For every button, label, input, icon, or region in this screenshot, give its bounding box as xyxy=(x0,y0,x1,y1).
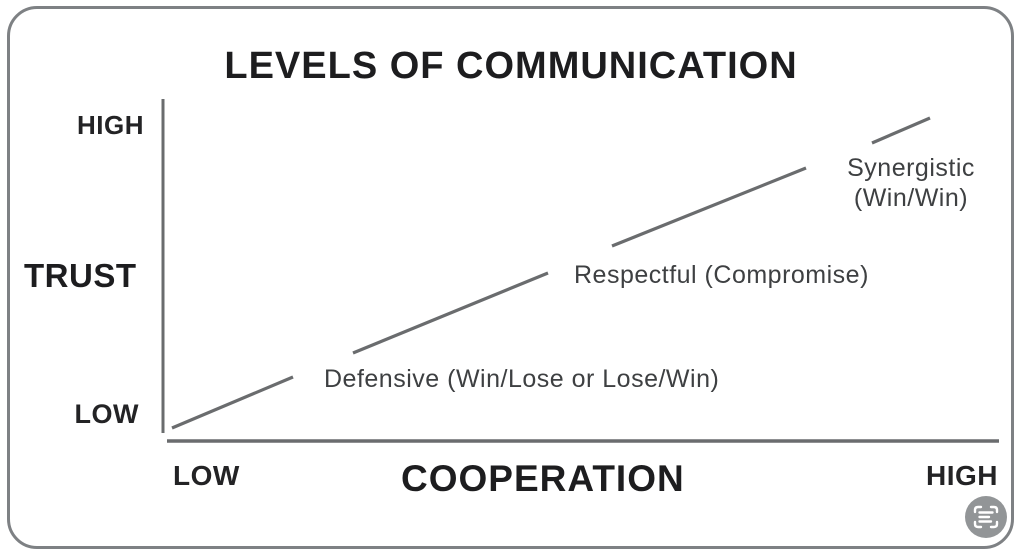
trend-segment-4 xyxy=(871,116,931,145)
x-axis-high-label: HIGH xyxy=(926,460,998,491)
y-axis-high-label: HIGH xyxy=(77,110,144,140)
level-label-defensive: Defensive (Win/Lose or Lose/Win) xyxy=(324,365,720,393)
x-axis-title: COOPERATION xyxy=(401,458,685,499)
y-axis-title: TRUST xyxy=(24,257,137,294)
level-label-synergistic-line1: Synergistic xyxy=(847,154,975,182)
trend-segment-1 xyxy=(171,375,294,430)
trend-segment-2 xyxy=(352,271,549,355)
trend-segment-3 xyxy=(611,166,807,248)
level-label-synergistic-line2: (Win/Win) xyxy=(853,184,969,212)
y-axis-low-label: LOW xyxy=(74,399,139,429)
level-label-synergistic: Synergistic (Win/Win) xyxy=(828,153,994,213)
text-scan-button[interactable] xyxy=(965,496,1007,538)
rounded-border-frame xyxy=(7,6,1014,549)
text-scan-icon xyxy=(965,496,1007,538)
x-axis-low-label: LOW xyxy=(173,460,240,491)
level-label-respectful: Respectful (Compromise) xyxy=(574,261,869,289)
page-title: LEVELS OF COMMUNICATION xyxy=(224,45,798,87)
